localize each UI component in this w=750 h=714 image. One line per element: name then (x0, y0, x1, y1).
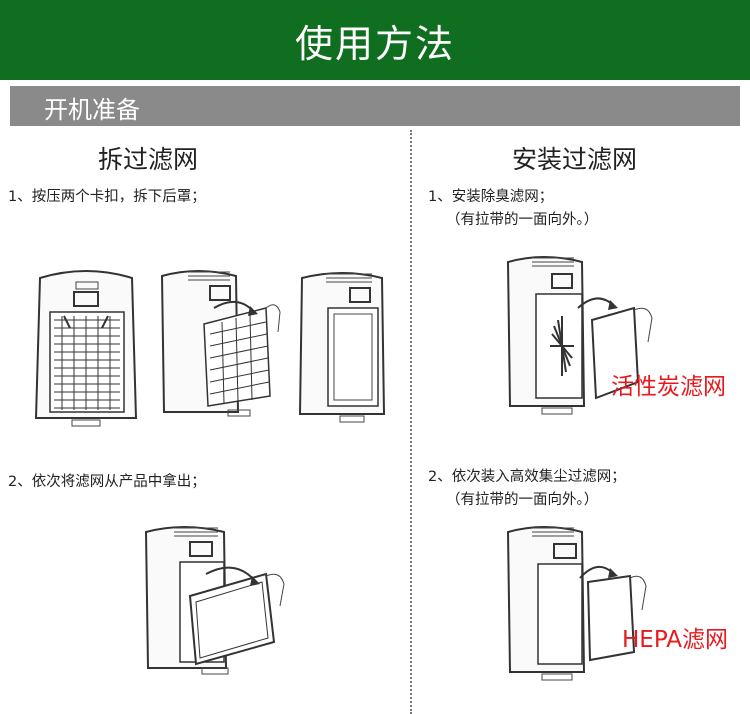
purifier-removing-cover-illustration (160, 270, 281, 417)
left-column-title: 拆过滤网 (98, 145, 199, 174)
purifier-rear-cover-illustration (34, 270, 138, 427)
hepa-filter-label: HEPA滤网 (622, 627, 728, 653)
section-title: 开机准备 (44, 96, 140, 124)
right-step-1-note: （有拉带的一面向外。） (446, 212, 599, 228)
purifier-filter-exposed-illustration (298, 272, 386, 423)
right-step-1: 1、安装除臭滤网； (428, 189, 554, 205)
section-header: 开机准备 (10, 86, 740, 126)
right-column-title: 安装过滤网 (512, 145, 638, 174)
header-banner: 使用方法 (0, 0, 750, 80)
right-step-2-note: （有拉带的一面向外。） (446, 492, 599, 508)
page-title: 使用方法 (294, 21, 455, 66)
carbon-filter-label: 活性炭滤网 (611, 374, 726, 400)
purifier-install-hepa-illustration (506, 526, 647, 681)
column-divider (410, 130, 412, 714)
purifier-install-carbon-illustration (506, 256, 653, 415)
purifier-pulling-filter-illustration (144, 526, 285, 675)
left-step-1: 1、按压两个卡扣，拆下后罩； (8, 189, 206, 205)
left-step-2: 2、依次将滤网从产品中拿出； (8, 474, 206, 490)
right-step-2: 2、依次装入高效集尘过滤网； (428, 469, 626, 485)
